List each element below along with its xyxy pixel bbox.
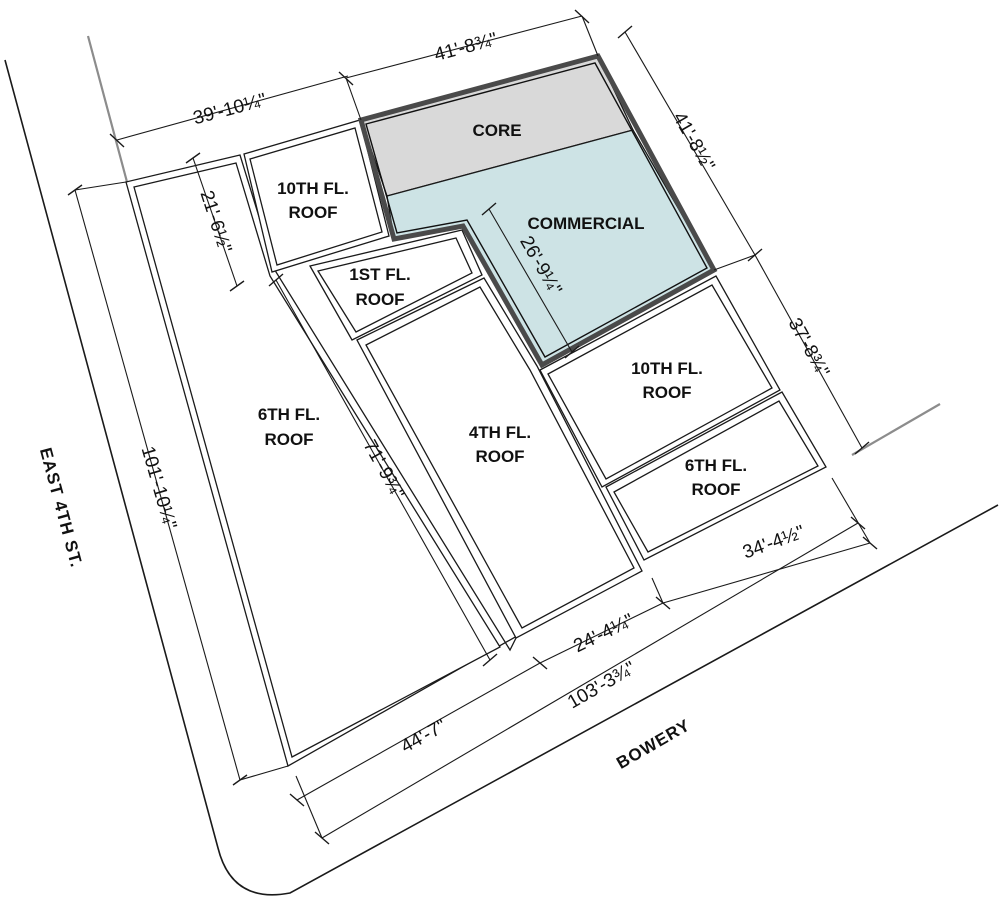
dim-line-top-north xyxy=(345,15,583,79)
street-label-east-4th: EAST 4TH ST. xyxy=(36,446,86,570)
dim-line-top-west xyxy=(116,75,349,141)
label-4th-line1: 4TH FL. xyxy=(469,423,531,442)
subject-parcel xyxy=(357,53,718,369)
street-lines xyxy=(4,35,999,896)
label-10th-west-line1: 10TH FL. xyxy=(277,179,349,198)
label-6th-east-line1: 6TH FL. xyxy=(685,456,747,475)
east-property-line xyxy=(851,403,941,456)
north-property-line xyxy=(86,35,129,183)
dim-text-south-full: 103'-3¾" xyxy=(564,658,639,714)
dim-text-east-upper: 41'-8½" xyxy=(668,109,718,175)
dim-line-west-short xyxy=(192,157,238,287)
zone-6th-fl-roof-east-inner xyxy=(613,400,819,553)
dim-line-west-full xyxy=(74,189,241,781)
dim-text-west-full: 101'-10¼" xyxy=(137,444,181,532)
dim-tick xyxy=(564,345,580,359)
zone-1st-fl-roof-inner xyxy=(316,237,473,333)
dim-ext xyxy=(581,15,599,57)
roof-zones xyxy=(125,119,827,767)
dim-tick xyxy=(481,202,497,216)
label-1st-line2: ROOF xyxy=(355,290,404,309)
dim-line-interior-diag xyxy=(275,279,491,661)
dim-tick xyxy=(617,25,633,39)
dim-ext xyxy=(239,765,289,781)
label-10th-east-line1: 10TH FL. xyxy=(631,359,703,378)
label-6th-west-line2: ROOF xyxy=(264,430,313,449)
dim-tick xyxy=(185,152,201,164)
dim-text-south-mid: 24'-4¼" xyxy=(570,610,637,657)
dim-tick xyxy=(482,653,498,667)
dim-tick xyxy=(850,516,866,530)
dim-line-south-mid xyxy=(539,602,664,664)
dim-line-south-west xyxy=(296,662,541,801)
label-1st-line1: 1ST FL. xyxy=(349,265,410,284)
zone-6th-fl-roof-west-inner xyxy=(133,162,501,758)
zone-10th-fl-roof-east-inner xyxy=(547,284,773,480)
dim-text-south-west: 44'-7" xyxy=(398,716,451,758)
dim-line-south-full xyxy=(321,522,859,839)
dim-tick xyxy=(268,273,284,287)
dim-text-top-north: 41'-8¾" xyxy=(432,29,499,66)
dim-text-east-lower: 37'-8¾" xyxy=(784,315,834,381)
dim-tick xyxy=(229,280,245,292)
dim-line-east-lower xyxy=(754,254,863,449)
dim-tick xyxy=(109,133,125,148)
dim-ext xyxy=(831,477,871,544)
dim-line-south-east xyxy=(662,542,871,604)
label-6th-east-line2: ROOF xyxy=(691,480,740,499)
dim-line-east-upper xyxy=(624,31,756,256)
dim-ext xyxy=(74,181,127,191)
street-label-bowery: BOWERY xyxy=(613,715,693,772)
dim-text-south-east: 34'-4½" xyxy=(740,522,808,564)
dim-tick xyxy=(289,793,305,807)
dim-line-commercial-inner xyxy=(488,208,573,353)
dim-ext xyxy=(295,775,323,839)
west-curb-line xyxy=(4,59,999,896)
label-commercial: COMMERCIAL xyxy=(527,214,644,233)
label-10th-west-line2: ROOF xyxy=(288,203,337,222)
label-core: CORE xyxy=(472,121,521,140)
label-4th-line2: ROOF xyxy=(475,447,524,466)
dim-tick xyxy=(854,441,870,455)
label-10th-east-line2: ROOF xyxy=(642,383,691,402)
parcel-outline-inner xyxy=(365,62,708,358)
dimension-lines xyxy=(67,9,878,845)
dim-ext xyxy=(713,254,756,271)
dim-ext xyxy=(345,77,362,121)
dim-text-top-west: 39'-10¼" xyxy=(191,90,269,130)
dim-ext xyxy=(651,577,664,604)
zone-labels: CORE COMMERCIAL 10TH FL. ROOF 1ST FL. RO… xyxy=(258,121,747,499)
zone-4th-fl-roof-inner xyxy=(365,286,635,629)
label-6th-west-line1: 6TH FL. xyxy=(258,405,320,424)
zone-10th-fl-roof-west-inner xyxy=(249,127,383,266)
